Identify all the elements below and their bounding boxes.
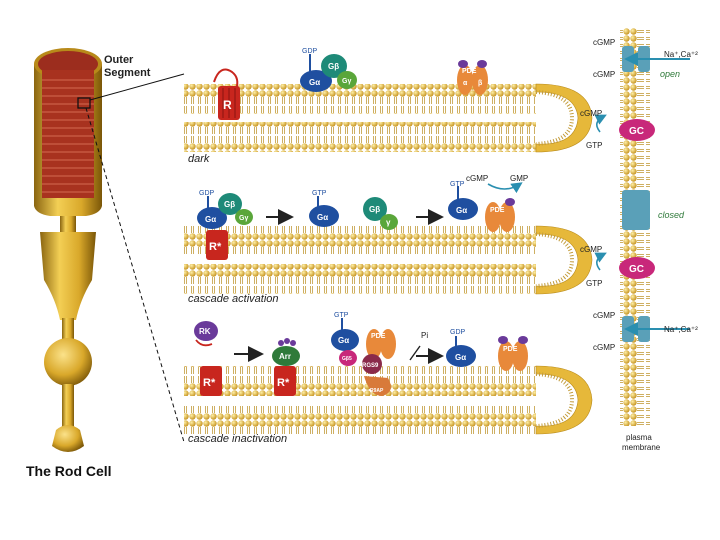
rhodopsin-kinase: [194, 321, 218, 347]
label-PDE-alpha-dark: α: [463, 80, 468, 87]
label-cGMP-pm3: cGMP: [580, 109, 602, 118]
disc-membrane-inactivation: [184, 365, 593, 435]
guanylate-cyclase-top: [594, 114, 655, 141]
panel-label-dark: dark: [188, 153, 210, 165]
galpha-gdp-final: [446, 336, 476, 367]
label-GTP-pm2: GTP: [586, 279, 602, 288]
disc-membrane-dark: [184, 83, 593, 153]
label-GDP-act: GDP: [199, 190, 215, 197]
label-cGMP-pm1: cGMP: [593, 38, 615, 47]
label-cGMP-pm2: cGMP: [593, 70, 615, 79]
label-Ggamma-dark: Gγ: [342, 78, 351, 85]
rhodopsin-activated: [206, 230, 228, 260]
panel-label-activation: cascade activation: [188, 293, 279, 305]
label-PDE-inact: PDE: [371, 333, 386, 340]
label-Ggamma-act1: Gγ: [239, 215, 248, 222]
rstar-inactivation-1: [200, 366, 222, 396]
panel-label-inactivation: cascade inactivation: [188, 433, 288, 445]
plasma-membrane: [594, 28, 690, 426]
rhodopsin-dark: [213, 68, 240, 120]
label-closed: closed: [658, 210, 685, 220]
label-Galpha-final: Gα: [455, 353, 466, 362]
label-PDE-act: PDE: [490, 207, 505, 214]
label-Gbeta-act2: Gβ: [369, 205, 380, 214]
guanylate-cyclase-bottom: [594, 252, 655, 279]
arrestin-complex: [272, 338, 300, 396]
label-Gbeta-act1: Gβ: [224, 200, 235, 209]
label-ions-top: Na⁺,Ca⁺²: [664, 50, 698, 59]
label-GTP-pm1: GTP: [586, 141, 602, 150]
cng-channel-closed: [622, 190, 650, 230]
outer-segment-label-line1: Outer: [104, 54, 134, 66]
gap-complex: [331, 318, 396, 396]
label-PDE-beta-dark: β: [478, 80, 483, 87]
label-GTP-act-pde: GTP: [450, 181, 465, 188]
label-ions-bottom: Na⁺,Ca⁺²: [664, 325, 698, 334]
label-GTP-act: GTP: [312, 190, 327, 197]
label-Galpha-act3: Gα: [456, 206, 467, 215]
label-PDE-final: PDE: [503, 346, 518, 353]
label-membrane: membrane: [622, 443, 661, 452]
label-Ggamma-act2: γ: [386, 218, 391, 227]
label-Rstar-inact-2: R*: [277, 377, 290, 389]
outer-segment-label-line2: Segment: [104, 67, 151, 79]
pde-dark: [457, 60, 488, 95]
label-Galpha-inact: Gα: [338, 336, 349, 345]
label-open: open: [660, 69, 680, 79]
label-Galpha-act2: Gα: [317, 213, 328, 222]
pde-inactivated: [498, 336, 528, 371]
label-Gbeta5: Gβ5: [342, 356, 352, 362]
transducin-with-rstar: [197, 193, 253, 229]
label-Galpha-act1: Gα: [205, 215, 216, 224]
label-GDP-final: GDP: [450, 329, 466, 336]
label-RGS9: RGS9: [362, 363, 379, 369]
rod-cell-title: The Rod Cell: [26, 463, 112, 479]
outer-segment-label: Outer Segment: [104, 54, 150, 80]
label-R9AP: R9AP: [370, 388, 384, 394]
label-PDE-dark: PDE: [462, 68, 477, 75]
label-RK: RK: [199, 327, 211, 336]
label-GTP-inact: GTP: [334, 312, 349, 319]
label-GC-bottom: GC: [629, 264, 644, 275]
cng-channel-open: [622, 46, 690, 72]
label-Rstar-inact-1: R*: [203, 377, 216, 389]
label-GC-top: GC: [629, 126, 644, 137]
galpha-gtp: [309, 196, 339, 227]
transducin-dark: [300, 54, 357, 92]
label-Galpha-dark: Gα: [309, 78, 320, 87]
label-cGMP-pm6: cGMP: [593, 343, 615, 352]
disc-stack: [42, 79, 94, 193]
label-cGMP-pm4: cGMP: [580, 245, 602, 254]
label-cGMP-act: cGMP: [466, 174, 488, 183]
rod-cell: [34, 48, 102, 452]
label-R: R: [223, 98, 232, 112]
label-Gbeta-dark: Gβ: [328, 62, 339, 71]
label-GMP-act: GMP: [510, 174, 528, 183]
cng-channel-open-bottom: [622, 316, 690, 342]
pde-activated: [448, 182, 523, 232]
label-Pi: Pi: [421, 331, 428, 340]
label-Rstar-activation: R*: [209, 241, 222, 253]
label-GDP-dark: GDP: [302, 48, 318, 55]
disc-membrane-activation: [184, 225, 593, 295]
label-plasma: plasma: [626, 433, 652, 442]
gbeta-gamma: [363, 197, 398, 230]
label-Arr: Arr: [279, 352, 291, 361]
label-cGMP-pm5: cGMP: [593, 311, 615, 320]
